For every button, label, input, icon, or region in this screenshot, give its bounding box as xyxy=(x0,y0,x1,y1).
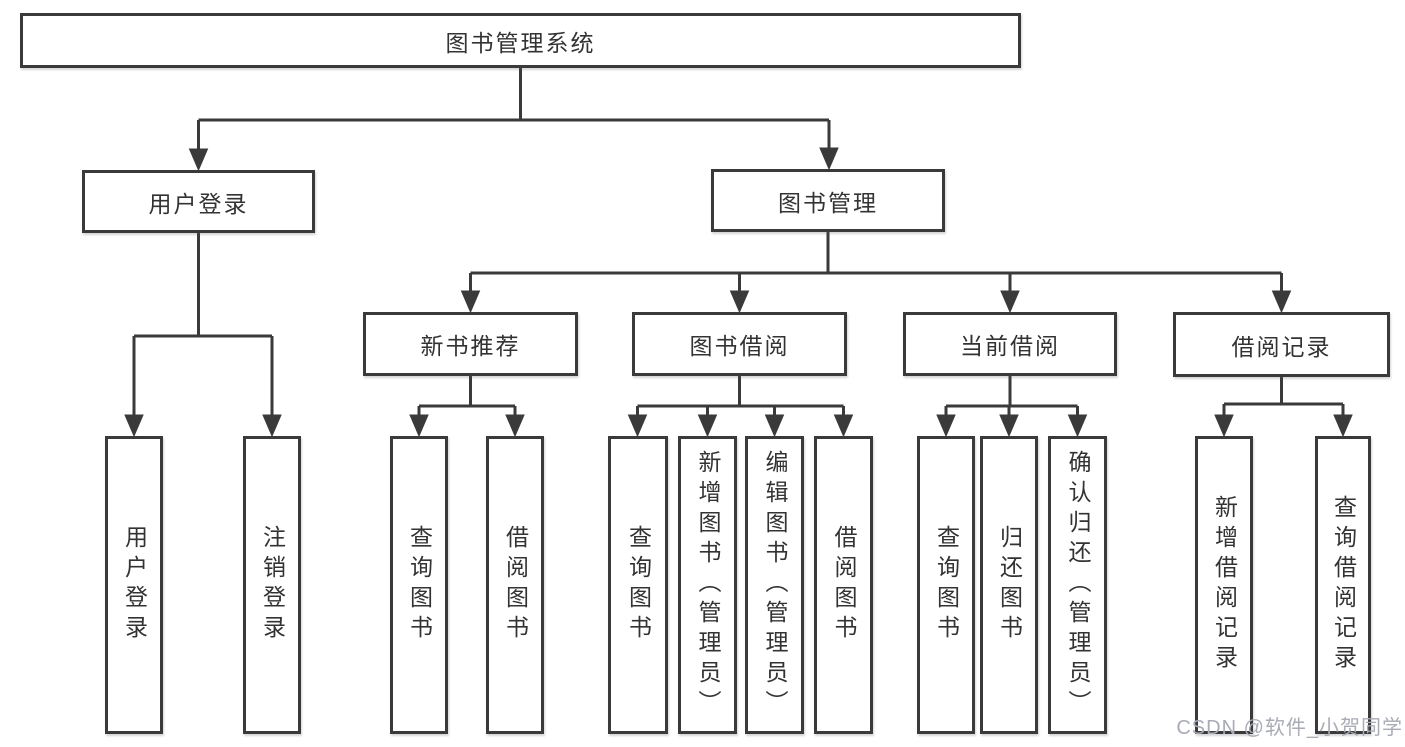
branch-book-management xyxy=(460,232,1292,314)
branch-user-login xyxy=(124,233,282,438)
watermark: CSDN @软件_小贺同学 xyxy=(1176,717,1403,739)
node-label: 新书推荐 xyxy=(420,333,521,359)
node-new-book-recommend: 新书推荐 xyxy=(363,312,578,376)
arrow-down-icon xyxy=(505,414,525,438)
arrow-down-icon xyxy=(409,414,429,438)
leaf-borrow-book: 借阅图书 xyxy=(814,436,873,734)
arrow-down-icon xyxy=(460,290,481,314)
arrow-down-icon xyxy=(188,148,209,172)
arrow-down-icon xyxy=(1000,290,1020,314)
leaf-add-book-admin: 新增图书（管理员） xyxy=(678,436,737,734)
node-label: 确认归还（管理员） xyxy=(1065,450,1091,720)
branch-borrow-records xyxy=(1214,377,1353,438)
node-label: 用户登录 xyxy=(121,525,148,645)
arrow-down-icon xyxy=(999,414,1019,438)
node-label: 查询图书 xyxy=(625,525,652,645)
arrow-down-icon xyxy=(833,414,854,438)
arrow-down-icon xyxy=(1333,414,1353,438)
arrow-down-icon xyxy=(627,414,648,438)
leaf-borrow-book-recommend: 借阅图书 xyxy=(486,436,544,734)
leaf-query-book-borrow: 查询图书 xyxy=(608,436,668,734)
node-label: 新增借阅记录 xyxy=(1211,495,1238,675)
arrow-down-icon xyxy=(764,414,785,438)
arrow-down-icon xyxy=(1214,414,1234,438)
node-label: 新增图书（管理员） xyxy=(695,450,721,720)
node-label: 注销登录 xyxy=(259,525,286,645)
node-label: 查询图书 xyxy=(406,525,433,645)
branch-book-borrow xyxy=(627,376,854,438)
node-label: 图书管理系统 xyxy=(445,29,596,56)
node-library-management-system: 图书管理系统 xyxy=(20,13,1021,68)
arrow-down-icon xyxy=(124,414,144,438)
node-label: 借阅图书 xyxy=(831,525,857,645)
node-label: 图书管理 xyxy=(778,189,878,216)
node-label: 查询借阅记录 xyxy=(1330,495,1357,675)
leaf-edit-book-admin: 编辑图书（管理员） xyxy=(745,436,804,734)
arrow-down-icon xyxy=(697,414,718,438)
node-book-management: 图书管理 xyxy=(711,169,945,232)
node-user-login: 用户登录 xyxy=(82,170,315,233)
leaf-query-book-current: 查询图书 xyxy=(917,436,975,734)
leaf-confirm-return-admin: 确认归还（管理员） xyxy=(1048,436,1107,734)
node-label: 借阅图书 xyxy=(502,525,529,645)
arrow-down-icon xyxy=(729,290,750,314)
node-label: 当前借阅 xyxy=(960,333,1060,359)
leaf-return-book: 归还图书 xyxy=(980,436,1038,734)
arrow-down-icon xyxy=(262,414,282,438)
leaf-query-borrow-record: 查询借阅记录 xyxy=(1315,436,1371,734)
branch-new-book-recommend xyxy=(409,376,525,438)
node-label: 借阅记录 xyxy=(1231,333,1332,360)
leaf-logout: 注销登录 xyxy=(243,436,301,734)
node-label: 编辑图书（管理员） xyxy=(762,450,788,720)
node-label: 图书借阅 xyxy=(689,333,790,359)
node-current-borrow: 当前借阅 xyxy=(903,312,1117,376)
arrow-down-icon xyxy=(1271,290,1292,314)
node-book-borrow: 图书借阅 xyxy=(632,312,847,376)
node-label: 查询图书 xyxy=(933,525,960,645)
branch-root xyxy=(188,68,839,172)
branch-current-borrow xyxy=(936,376,1088,438)
arrow-down-icon xyxy=(936,414,956,438)
node-label: 用户登录 xyxy=(148,190,249,217)
leaf-query-book-recommend: 查询图书 xyxy=(390,436,448,734)
leaf-user-login: 用户登录 xyxy=(105,436,163,734)
node-borrow-records: 借阅记录 xyxy=(1173,312,1390,377)
arrow-down-icon xyxy=(819,147,839,171)
node-label: 归还图书 xyxy=(996,525,1023,645)
arrow-down-icon xyxy=(1067,414,1088,438)
leaf-add-borrow-record: 新增借阅记录 xyxy=(1195,436,1253,734)
